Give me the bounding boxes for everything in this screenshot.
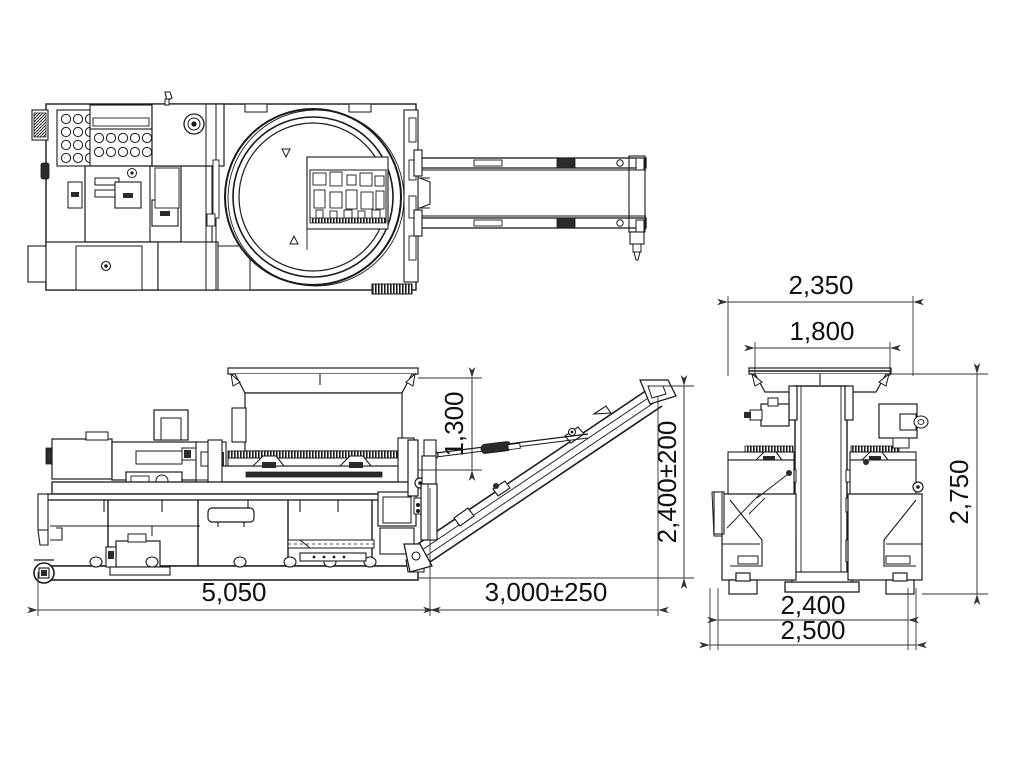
top-view-internal-mechanism bbox=[281, 148, 389, 250]
front-view-caster bbox=[33, 559, 55, 584]
dimension-discharge-height: 2,400±200 bbox=[418, 375, 694, 589]
side-view-hopper bbox=[748, 367, 892, 393]
dimension-conveyor-length: 3,000±250 bbox=[423, 396, 669, 616]
dimension-tensioner-height: 1,300 bbox=[418, 367, 482, 481]
dimension-label-2400-200: 2,400±200 bbox=[652, 421, 682, 544]
dimension-label-2750: 2,750 bbox=[944, 459, 974, 524]
front-view-base-frame bbox=[33, 493, 419, 584]
dimension-side-inner-width: 1,800 bbox=[744, 316, 901, 376]
dimension-label-1800: 1,800 bbox=[789, 316, 854, 346]
dimension-annotations: 5,050 3,000±250 2,400±200 1,300 2,3 bbox=[27, 270, 988, 650]
front-view-machine-bed bbox=[51, 437, 415, 495]
top-view-conveyor bbox=[413, 149, 647, 261]
top-view bbox=[27, 91, 647, 295]
front-elevation-view bbox=[33, 367, 677, 584]
side-elevation-view bbox=[711, 367, 929, 595]
dimension-label-2350: 2,350 bbox=[788, 270, 853, 300]
dimension-front-overall-length: 5,050 bbox=[27, 488, 441, 616]
dimension-label-3000: 3,000±250 bbox=[485, 577, 608, 607]
dimension-side-overall-height: 2,750 bbox=[891, 363, 988, 605]
dimension-label-5050: 5,050 bbox=[201, 577, 266, 607]
dimension-side-overall-width: 2,500 bbox=[699, 588, 927, 650]
front-view-inclined-conveyor bbox=[403, 379, 677, 573]
dimension-side-base-width: 2,400 bbox=[707, 588, 919, 650]
dimension-label-1300: 1,300 bbox=[439, 391, 469, 456]
side-view-machine-body bbox=[711, 397, 929, 595]
front-view-hopper bbox=[227, 367, 419, 452]
dimension-side-hopper-width: 2,350 bbox=[717, 270, 924, 376]
dimension-label-2500: 2,500 bbox=[780, 615, 845, 645]
dimension-label-2400: 2,400 bbox=[780, 590, 845, 620]
